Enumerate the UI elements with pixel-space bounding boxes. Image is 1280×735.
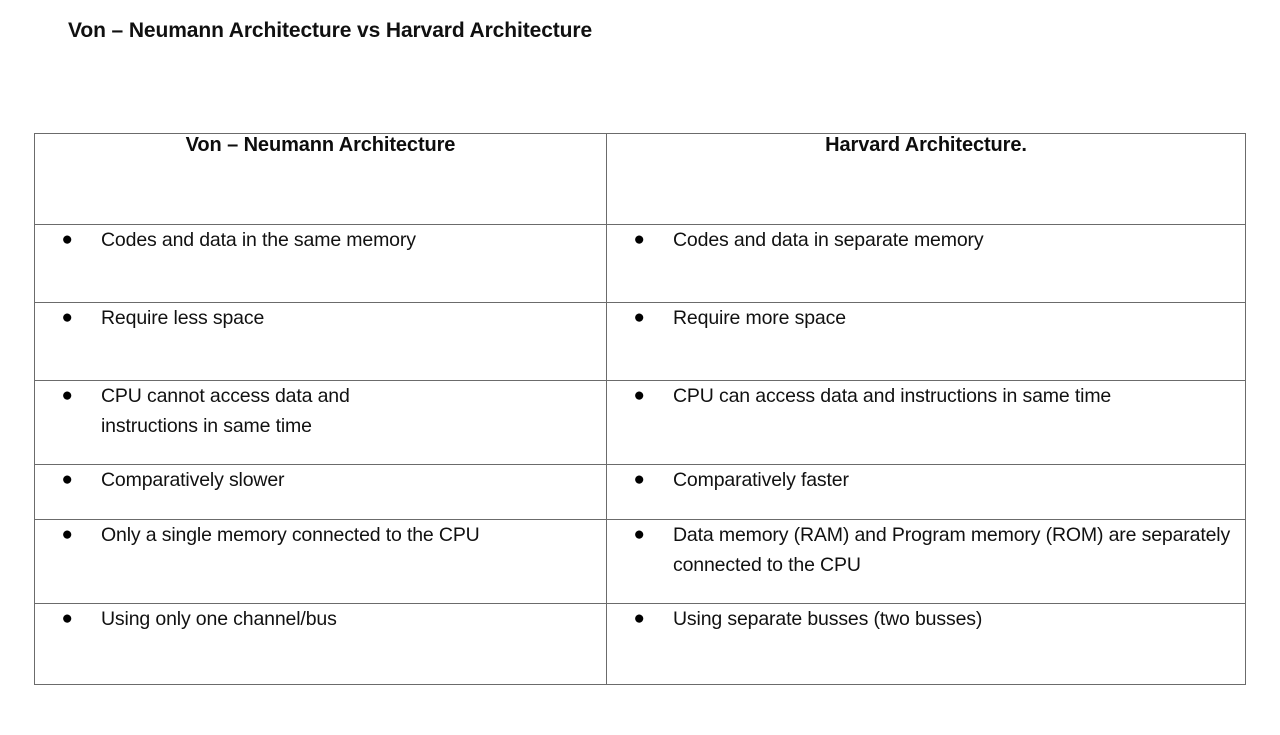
- bullet-text: Comparatively faster: [673, 469, 849, 491]
- bullet-text: Comparatively slower: [101, 469, 285, 491]
- table-row: ● Codes and data in the same memory ● Co…: [34, 224, 1246, 303]
- bullet-icon: ●: [61, 524, 73, 545]
- bullet-text: CPU cannot access data and instructions …: [73, 381, 606, 441]
- bullet-text: Data memory (RAM) and Program memory (RO…: [673, 524, 1231, 576]
- bullet-icon: ●: [633, 307, 645, 328]
- bullet-text-line-1: CPU cannot access data and: [101, 385, 350, 407]
- cell-harvard-3: ● CPU can access data and instructions i…: [606, 380, 1246, 465]
- bullet-text: Using only one channel/bus: [101, 608, 337, 630]
- cell-von-neumann-6: ● Using only one channel/bus: [34, 603, 607, 685]
- column-header-harvard: Harvard Architecture.: [606, 133, 1246, 225]
- table-row: ● Using only one channel/bus ● Using sep…: [34, 603, 1246, 685]
- bullet-icon: ●: [61, 307, 73, 328]
- cell-von-neumann-1: ● Codes and data in the same memory: [34, 224, 607, 303]
- bullet-text-line-2: instructions in same time: [101, 415, 312, 437]
- bullet-text: Codes and data in the same memory: [101, 229, 416, 251]
- bullet-icon: ●: [61, 229, 73, 250]
- bullet-text: Require more space: [673, 307, 846, 329]
- bullet-text: Using separate busses (two busses): [673, 608, 983, 630]
- bullet-text: Only a single memory connected to the CP…: [101, 524, 480, 546]
- bullet-icon: ●: [61, 385, 73, 406]
- cell-harvard-6: ● Using separate busses (two busses): [606, 603, 1246, 685]
- cell-von-neumann-3: ● CPU cannot access data and instruction…: [34, 380, 607, 465]
- cell-harvard-4: ● Comparatively faster: [606, 464, 1246, 520]
- bullet-text: Codes and data in separate memory: [673, 229, 984, 251]
- cell-harvard-2: ● Require more space: [606, 302, 1246, 381]
- column-header-label: Von – Neumann Architecture: [185, 134, 456, 156]
- cell-von-neumann-4: ● Comparatively slower: [34, 464, 607, 520]
- bullet-icon: ●: [61, 469, 73, 490]
- bullet-icon: ●: [633, 524, 645, 545]
- column-header-label: Harvard Architecture.: [825, 134, 1027, 156]
- column-header-von-neumann: Von – Neumann Architecture: [34, 133, 607, 225]
- bullet-icon: ●: [61, 608, 73, 629]
- table-row: ● Comparatively slower ● Comparatively f…: [34, 464, 1246, 520]
- table-row: ● Require less space ● Require more spac…: [34, 302, 1246, 381]
- table-row: ● CPU cannot access data and instruction…: [34, 380, 1246, 465]
- bullet-icon: ●: [633, 385, 645, 406]
- table-header-row: Von – Neumann Architecture Harvard Archi…: [34, 133, 1246, 225]
- comparison-table: Von – Neumann Architecture Harvard Archi…: [34, 133, 1246, 685]
- bullet-icon: ●: [633, 229, 645, 250]
- bullet-icon: ●: [633, 469, 645, 490]
- cell-von-neumann-2: ● Require less space: [34, 302, 607, 381]
- cell-harvard-1: ● Codes and data in separate memory: [606, 224, 1246, 303]
- cell-harvard-5: ● Data memory (RAM) and Program memory (…: [606, 519, 1246, 604]
- page-title: Von – Neumann Architecture vs Harvard Ar…: [68, 19, 593, 42]
- table-row: ● Only a single memory connected to the …: [34, 519, 1246, 604]
- bullet-text: Require less space: [101, 307, 265, 329]
- bullet-icon: ●: [633, 608, 645, 629]
- bullet-text: CPU can access data and instructions in …: [673, 385, 1112, 407]
- cell-von-neumann-5: ● Only a single memory connected to the …: [34, 519, 607, 604]
